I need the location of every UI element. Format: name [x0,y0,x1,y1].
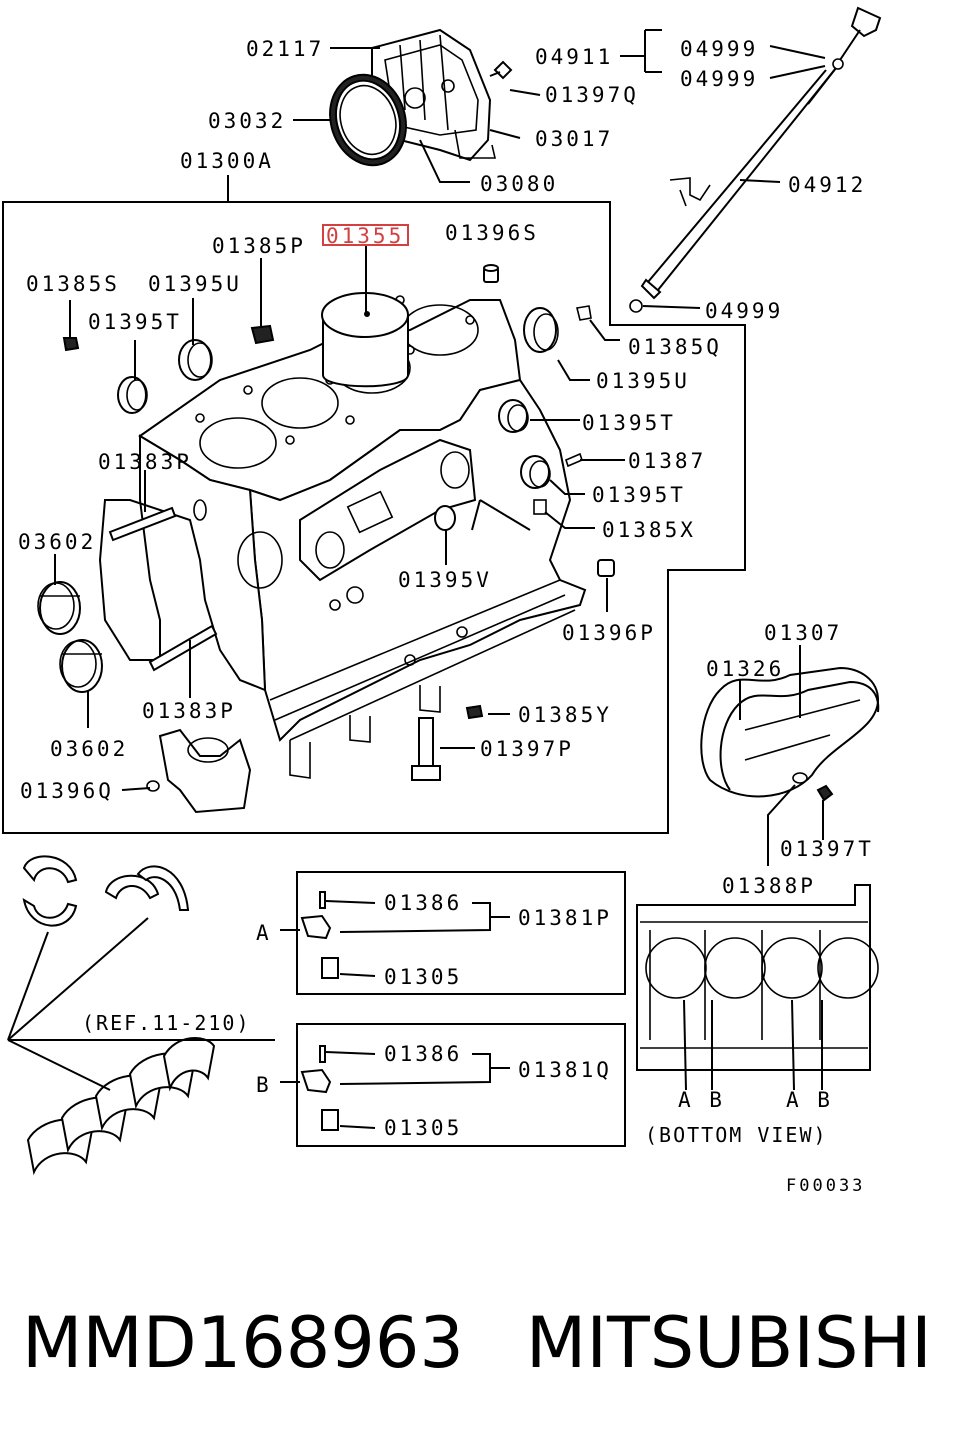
label-01396p: 01396P [562,621,656,645]
label-01383p-a: 01383P [98,450,192,474]
pin-01387 [565,452,583,468]
plug-01385s [62,337,80,352]
label-01386-a: 01386 [384,891,462,915]
label-01395t-a: 01395T [88,310,182,334]
label-01385q: 01385Q [628,335,722,359]
label-01385s: 01385S [26,272,120,296]
jet-nozzle-b [300,1045,339,1131]
label-01381q: 01381Q [518,1058,612,1082]
detail-box-b [296,1023,626,1147]
label-bottom-view: (BOTTOM VIEW) [645,1123,828,1147]
label-04999-a: 04999 [680,37,758,61]
label-01396q: 01396Q [20,779,114,803]
bolt-01397q [489,60,513,80]
label-ab-2: A B [786,1088,833,1112]
label-03080: 03080 [480,172,558,196]
label-01326: 01326 [706,657,784,681]
label-figure-code: F00033 [786,1176,865,1196]
detail-box-a [296,871,626,995]
label-03032: 03032 [208,109,286,133]
label-01397t: 01397T [780,837,874,861]
label-02117: 02117 [246,37,324,61]
bolt-01397p [411,717,441,781]
expansion-plug-01395t-c [520,455,551,489]
label-01395t-c: 01395T [592,483,686,507]
label-04999-c: 04999 [705,299,783,323]
part-number: MMD168963 [22,1302,464,1384]
label-03602-b: 03602 [50,737,128,761]
label-ab-1: A B [678,1088,725,1112]
label-ref: (REF.11-210) [82,1011,251,1035]
label-04911: 04911 [535,45,613,69]
stud-01383p-a [108,506,177,542]
side-cover-gasket [700,666,880,802]
label-01397q: 01397Q [545,83,639,107]
dowel-01396s [483,264,499,283]
expansion-plug-01395u-b [523,307,559,353]
main-bearing-cap [158,728,252,814]
label-01385x: 01385X [602,518,696,542]
dowel-01396p [597,559,615,577]
part-labels: 02117 03032 01300A 04911 04999 04999 013… [18,37,874,1196]
expansion-plug-01395t-a [117,376,148,414]
label-03602-a: 03602 [18,530,96,554]
label-01395u-b: 01395U [596,369,690,393]
expansion-plug-01395u-a [178,339,213,381]
expansion-plug-01395v [434,505,456,531]
label-01395v: 01395V [398,568,492,592]
label-01397p: 01397P [480,737,574,761]
label-03017: 03017 [535,127,613,151]
oil-seal-ring [329,73,407,167]
label-01387: 01387 [628,449,706,473]
label-01305-a: 01305 [384,965,462,989]
label-box-a: A [256,921,272,945]
leader-lines [54,29,826,1129]
label-01395u-a: 01395U [148,272,242,296]
label-01395t-b: 01395T [582,411,676,435]
label-01381p: 01381P [518,906,612,930]
label-01385y: 01385Y [518,703,612,727]
plug-01385y [465,704,484,720]
label-01355: 01355 [326,224,404,248]
bearing-shells-ref [7,855,275,1176]
bushing-03602-a [37,581,81,635]
cylinder-sleeve [321,292,409,388]
expansion-plug-01395t-b [498,399,529,433]
label-04912: 04912 [788,173,866,197]
dowel-01396q [146,780,160,792]
label-04999-b: 04999 [680,67,758,91]
bushing-03602-b [59,639,103,693]
plug-01385x [533,499,547,515]
brand-name: MITSUBISHI [525,1302,932,1384]
stud-01383p-b [148,624,218,672]
label-01383p-b: 01383P [142,699,236,723]
product-caption: MMD168963 MITSUBISHI [22,1298,952,1388]
label-01305-b: 01305 [384,1116,462,1140]
label-box-b: B [256,1073,272,1097]
cylinder-block [98,295,587,779]
oil-dipstick [640,6,882,300]
label-01385p: 01385P [212,234,306,258]
highlight-box-01355 [322,224,409,246]
o-ring-04999 [629,299,643,313]
label-01386-b: 01386 [384,1042,462,1066]
plug-01385p [250,324,275,345]
bottom-view-block [636,884,879,1091]
label-01388p: 01388P [722,874,816,898]
plug-01385q [576,305,592,321]
label-01307: 01307 [764,621,842,645]
jet-nozzle-a [300,891,339,979]
label-01300a: 01300A [180,149,274,173]
label-01396s: 01396S [445,221,539,245]
cylinder-block-group-outline [2,175,746,834]
